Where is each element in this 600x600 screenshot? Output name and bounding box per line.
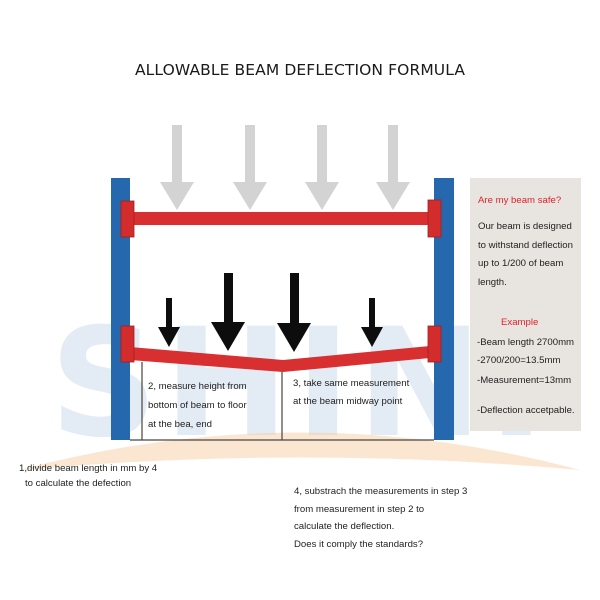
diagram-title: ALLOWABLE BEAM DEFLECTION FORMULA: [134, 61, 466, 79]
panel-body: Our beam is designed to withstand deflec…: [478, 218, 573, 292]
step-4-text: 4, substrach the measurements in step 3 …: [294, 483, 467, 553]
panel-body-line: up to 1/200 of beam: [478, 258, 564, 269]
grey-arrow: [160, 125, 194, 210]
top-beam-right-plate: [427, 199, 442, 238]
black-arrow: [277, 273, 311, 352]
example-heading: Example: [501, 317, 539, 328]
step-2-text: 2, measure height from bottom of beam to…: [148, 377, 247, 434]
bottom-beam: [120, 325, 442, 372]
black-arrow: [158, 298, 180, 347]
top-beam-left-plate: [120, 200, 135, 238]
step-2-line: at the bea, end: [148, 419, 213, 430]
panel-body-line: length.: [478, 276, 507, 288]
grey-arrow: [376, 125, 410, 210]
bottom-beam-left-plate: [120, 325, 135, 363]
step-1-line: to calculate the defection: [25, 478, 132, 489]
black-arrow: [361, 298, 383, 347]
example-lines: -Beam length 2700mm -2700/200=13.5mm -Me…: [477, 334, 574, 390]
black-arrow: [211, 273, 245, 351]
watermark-swoosh: [20, 432, 580, 470]
step-3-line: 3, take same measurement: [293, 378, 410, 389]
step-4-line: Does it comply the standards?: [294, 538, 424, 550]
top-beam: [120, 199, 442, 238]
step-3-text: 3, take same measurement at the beam mid…: [293, 375, 409, 411]
panel-heading: Are my beam safe?: [478, 195, 562, 206]
black-arrows: [158, 273, 383, 352]
info-panel: Are my beam safe? Our beam is designed t…: [470, 178, 581, 431]
step-2-line: 2, measure height from: [148, 381, 247, 392]
conclusion-text: -Deflection accetpable.: [477, 405, 575, 416]
step-4-line: 4, substrach the measurements in step 3: [294, 486, 468, 497]
example-line: -2700/200=13.5mm: [477, 355, 561, 366]
bottom-beam-right-plate: [427, 325, 442, 363]
measurement-lines: [130, 362, 434, 441]
panel-body-line: Our beam is designed: [478, 221, 572, 232]
grey-arrow: [233, 125, 267, 210]
step-2-line: bottom of beam to floor: [148, 400, 247, 411]
grey-arrows: [160, 125, 410, 210]
step-1-line: 1,divide beam length in mm by 4: [19, 463, 158, 474]
step-1-text: 1,divide beam length in mm by 4 to calcu…: [19, 461, 157, 491]
step-4-line: calculate the deflection.: [294, 521, 395, 532]
example-line: -Beam length 2700mm: [477, 337, 575, 348]
example-line: -Measurement=13mm: [477, 375, 572, 386]
step-4-line: from measurement in step 2 to: [294, 503, 425, 515]
panel-body-line: to withstand deflection: [478, 239, 573, 251]
right-column: [434, 178, 454, 440]
left-column: [111, 178, 130, 440]
grey-arrow: [305, 125, 339, 210]
step-3-line: at the beam midway point: [293, 396, 403, 407]
